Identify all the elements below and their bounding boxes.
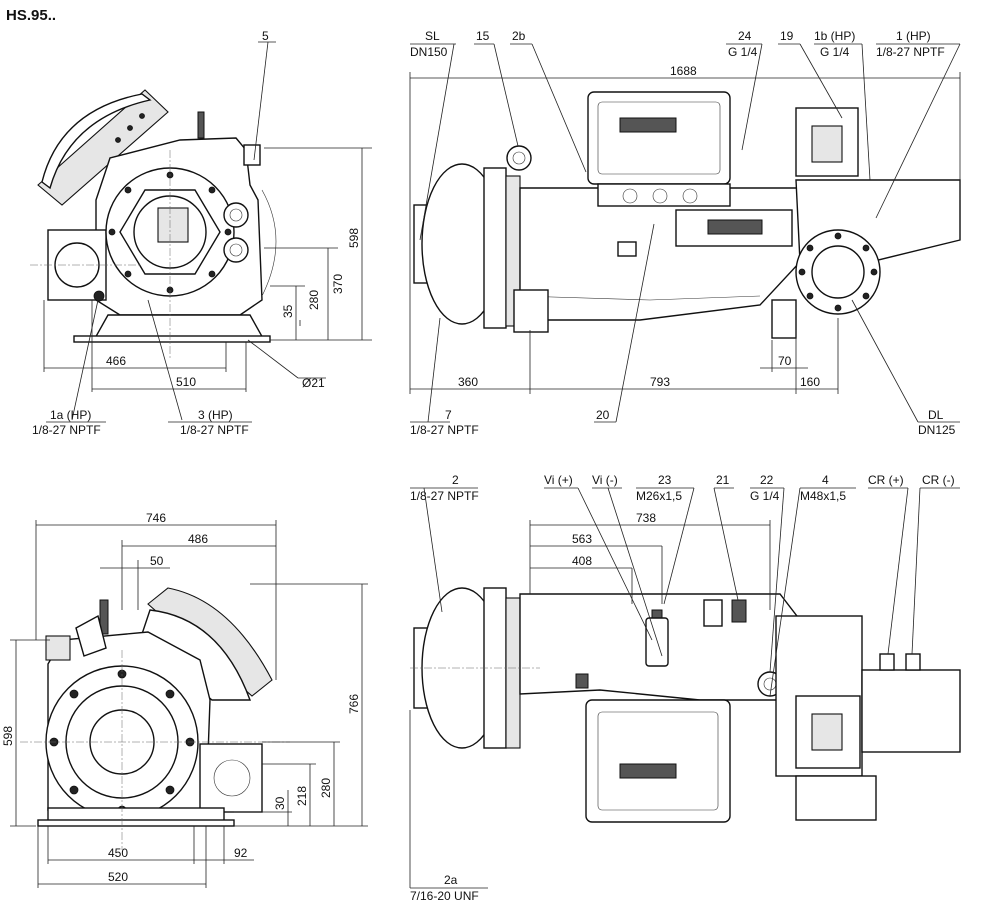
callout-20: 20 xyxy=(596,408,610,422)
callout-cr-minus: CR (-) xyxy=(922,473,955,487)
dim-92: 92 xyxy=(234,846,248,860)
callout-4-spec: M48x1,5 xyxy=(800,489,846,503)
dim-510: 510 xyxy=(176,375,196,389)
dim-520: 520 xyxy=(108,870,128,884)
dim-793: 793 xyxy=(650,375,670,389)
dim-466: 466 xyxy=(106,354,126,368)
dim-738: 738 xyxy=(636,511,656,525)
callout-dl: DL xyxy=(928,408,944,422)
dim-30: 30 xyxy=(273,796,287,810)
dim-746: 746 xyxy=(146,511,166,525)
dim-563: 563 xyxy=(572,532,592,546)
callout-1b: 1b (HP) xyxy=(814,29,855,43)
callout-2: 2 xyxy=(452,473,459,487)
dim-408: 408 xyxy=(572,554,592,568)
dim-450: 450 xyxy=(108,846,128,860)
callout-1: 1 (HP) xyxy=(896,29,931,43)
callout-24-spec: G 1/4 xyxy=(728,45,758,59)
callout-vi-minus: Vi (-) xyxy=(592,473,618,487)
callout-22: 22 xyxy=(760,473,774,487)
callout-cr-plus: CR (+) xyxy=(868,473,904,487)
callout-vi-plus: Vi (+) xyxy=(544,473,573,487)
dim-486: 486 xyxy=(188,532,208,546)
callout-23-spec: M26x1,5 xyxy=(636,489,682,503)
dim-218: 218 xyxy=(295,786,309,806)
callout-7: 7 xyxy=(445,408,452,422)
dim-160: 160 xyxy=(800,375,820,389)
view-end-suction-side: 598 370 280 35 466 510 Ø21 5 1a (HP) 1/8… xyxy=(30,29,372,437)
dim-280-end: 280 xyxy=(319,778,333,798)
conn-1a-spec: 1/8-27 NPTF xyxy=(32,423,101,437)
callout-24: 24 xyxy=(738,29,752,43)
drawing-title: HS.95.. xyxy=(6,7,56,24)
conn-3-spec: 1/8-27 NPTF xyxy=(180,423,249,437)
callout-15: 15 xyxy=(476,29,490,43)
callout-5: 5 xyxy=(262,29,269,43)
callout-4: 4 xyxy=(822,473,829,487)
callout-22-spec: G 1/4 xyxy=(750,489,780,503)
callout-2b: 2b xyxy=(512,29,526,43)
view-top-plan: 738 563 408 2 1/8-27 NPTF Vi (+) Vi (-) … xyxy=(409,473,961,903)
callout-7-spec: 1/8-27 NPTF xyxy=(410,423,479,437)
dim-598-end: 598 xyxy=(1,726,15,746)
conn-3-label: 3 (HP) xyxy=(198,408,233,422)
dim-1688: 1688 xyxy=(670,64,697,78)
callout-dl-spec: DN125 xyxy=(918,423,956,437)
callout-1-spec: 1/8-27 NPTF xyxy=(876,45,945,59)
conn-1a-label: 1a (HP) xyxy=(50,408,91,422)
dim-50: 50 xyxy=(150,554,164,568)
view-end-discharge-side: 746 486 50 598 766 280 218 30 450 92 xyxy=(1,511,368,888)
dim-35: 35 xyxy=(281,304,295,318)
dim-360: 360 xyxy=(458,375,478,389)
callout-2a: 2a xyxy=(444,873,458,887)
dim-70: 70 xyxy=(778,354,792,368)
dim-598: 598 xyxy=(347,228,361,248)
callout-1b-spec: G 1/4 xyxy=(820,45,850,59)
callout-19: 19 xyxy=(780,29,794,43)
callout-2-spec: 1/8-27 NPTF xyxy=(410,489,479,503)
callout-2a-spec: 7/16-20 UNF xyxy=(410,889,479,903)
dim-21: Ø21 xyxy=(302,376,325,390)
callout-sl: SL xyxy=(425,29,440,43)
dim-280: 280 xyxy=(307,290,321,310)
callout-sl-spec: DN150 xyxy=(410,45,448,59)
callout-21: 21 xyxy=(716,473,730,487)
dim-370: 370 xyxy=(331,274,345,294)
view-side-elevation: 1688 360 793 160 70 SL DN150 15 2b 24 G … xyxy=(409,29,961,437)
callout-23: 23 xyxy=(658,473,672,487)
dim-766: 766 xyxy=(347,694,361,714)
